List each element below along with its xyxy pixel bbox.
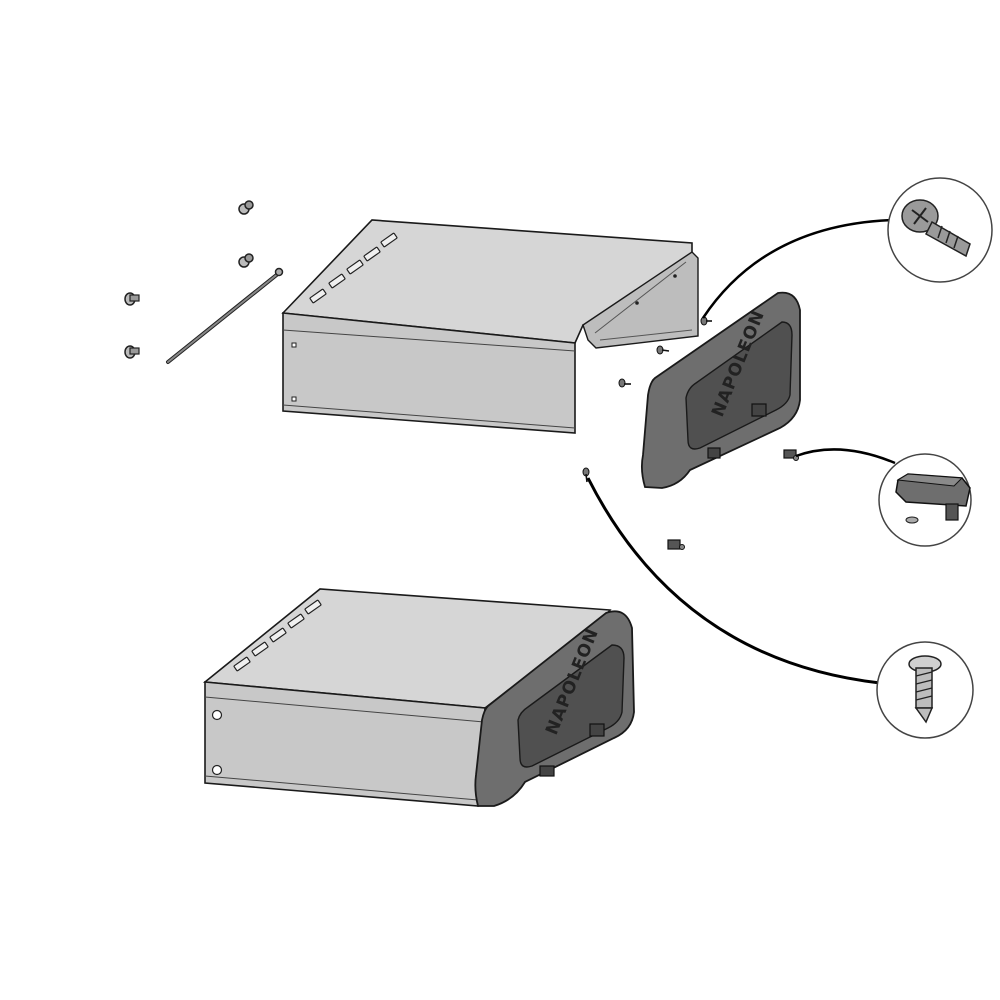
bolt-icon xyxy=(238,253,254,268)
lower-end-cap: NAPOLEON xyxy=(474,610,635,807)
callout-lines xyxy=(586,218,896,685)
callout-phillips-screw xyxy=(887,177,993,283)
screw-icon xyxy=(656,345,670,355)
upper-cabinet-shell xyxy=(281,219,699,434)
self-drilling-screw-icon xyxy=(908,655,942,724)
loose-clip-icon xyxy=(667,539,685,550)
retaining-clip-icon xyxy=(895,473,971,524)
screw-icon xyxy=(700,316,712,326)
screw-icon xyxy=(618,378,631,388)
vent-slots xyxy=(233,599,322,672)
callout-clip xyxy=(878,453,972,547)
pan-head-screw-icon xyxy=(901,199,971,258)
loose-bolts xyxy=(124,200,254,359)
callout-self-drilling-screw xyxy=(876,641,974,739)
assembled-cabinet: NAPOLEON xyxy=(202,588,635,807)
bolt-icon xyxy=(124,292,140,306)
vent-slots xyxy=(309,232,398,304)
bolt-icon xyxy=(238,200,254,215)
screw-icon xyxy=(582,467,590,483)
threaded-rod xyxy=(166,267,284,364)
bolt-icon xyxy=(124,345,140,359)
